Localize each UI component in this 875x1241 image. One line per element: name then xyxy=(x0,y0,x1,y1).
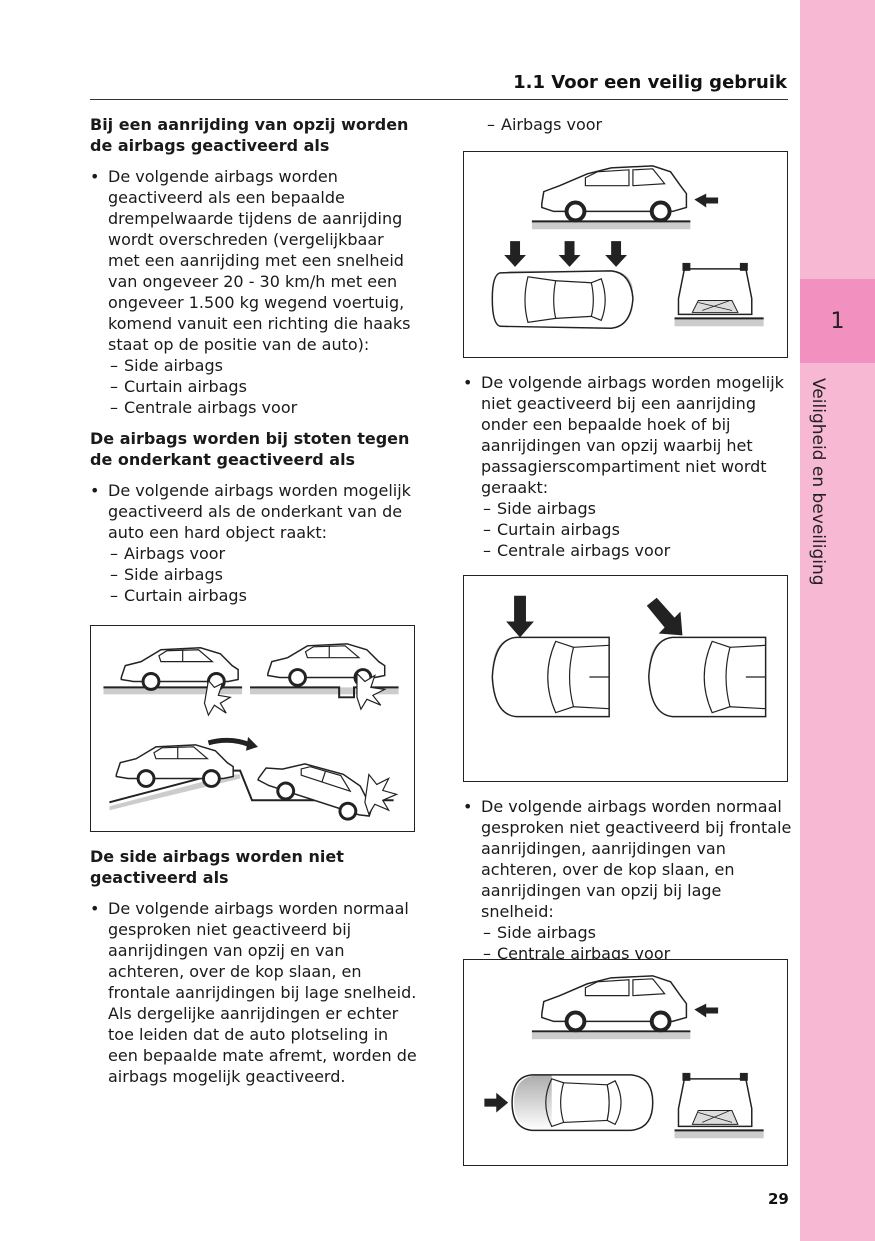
section-no-side-airbag: De side airbags worden niet geactiveerd … xyxy=(90,846,420,1087)
side-tab-bar xyxy=(800,0,875,1241)
list-item: Side airbags xyxy=(110,564,420,585)
bullet-no-side-airbag: De volgende airbags worden normaal gespr… xyxy=(90,898,420,1087)
list-item: Side airbags xyxy=(483,498,793,519)
chapter-label: Veiligheid en beveiliging xyxy=(808,378,828,586)
section-not-activated-angle: De volgende airbags worden mogelijk niet… xyxy=(463,372,793,561)
section-not-activated-normal: De volgende airbags worden normaal gespr… xyxy=(463,796,793,964)
page-number: 29 xyxy=(768,1190,789,1208)
list-item: Airbags voor xyxy=(110,543,420,564)
section-underbody: De airbags worden bij stoten tegen de on… xyxy=(90,428,420,606)
list-item-text: Airbags voor xyxy=(501,115,603,134)
list-item: Centrale airbags voor xyxy=(483,540,793,561)
heading-no-side-airbag: De side airbags worden niet geactiveerd … xyxy=(90,847,344,887)
section-side-collision: Bij een aanrijding van opzij worden de a… xyxy=(90,114,420,418)
section-title: 1.1 Voor een veilig gebruik xyxy=(513,72,787,93)
figure-front-rear-impact xyxy=(463,959,788,1166)
bullet-text: De volgende airbags worden normaal gespr… xyxy=(108,899,417,1086)
bullet-text: De volgende airbags worden geactiveerd a… xyxy=(108,167,411,354)
bullet-text: De volgende airbags worden mogelijk niet… xyxy=(481,373,784,497)
bullet-not-activated-normal: De volgende airbags worden normaal gespr… xyxy=(463,796,793,922)
list-item: Centrale airbags voor xyxy=(483,943,793,964)
list-side-collision: Side airbags Curtain airbags Centrale ai… xyxy=(90,355,420,418)
bullet-side-collision: De volgende airbags worden geactiveerd a… xyxy=(90,166,420,355)
list-item: Centrale airbags voor xyxy=(110,397,420,418)
list-item: Curtain airbags xyxy=(110,376,420,397)
list-underbody: Airbags voor Side airbags Curtain airbag… xyxy=(90,543,420,606)
figure-angle-impact xyxy=(463,575,788,782)
bullet-text: De volgende airbags worden mogelijk geac… xyxy=(108,481,411,542)
list-not-activated-normal: Side airbags Centrale airbags voor xyxy=(463,922,793,964)
dash: – xyxy=(487,115,495,134)
heading-underbody: De airbags worden bij stoten tegen de on… xyxy=(90,429,410,469)
bullet-underbody: De volgende airbags worden mogelijk geac… xyxy=(90,480,420,543)
list-item-front-airbags: – Airbags voor xyxy=(463,114,793,135)
right-column-top: – Airbags voor xyxy=(463,114,793,135)
left-column: Bij een aanrijding van opzij worden de a… xyxy=(90,114,420,616)
list-item: Side airbags xyxy=(483,922,793,943)
list-item: Side airbags xyxy=(110,355,420,376)
list-item: Curtain airbags xyxy=(483,519,793,540)
list-item: Curtain airbags xyxy=(110,585,420,606)
bullet-text: De volgende airbags worden normaal gespr… xyxy=(481,797,792,921)
chapter-number: 1 xyxy=(800,279,875,363)
bullet-not-activated-angle: De volgende airbags worden mogelijk niet… xyxy=(463,372,793,498)
heading-side-collision: Bij een aanrijding van opzij worden de a… xyxy=(90,115,409,155)
figure-side-impact-activation xyxy=(463,151,788,358)
list-not-activated-angle: Side airbags Curtain airbags Centrale ai… xyxy=(463,498,793,561)
header-rule xyxy=(90,99,788,100)
figure-underbody-impact xyxy=(90,625,415,832)
